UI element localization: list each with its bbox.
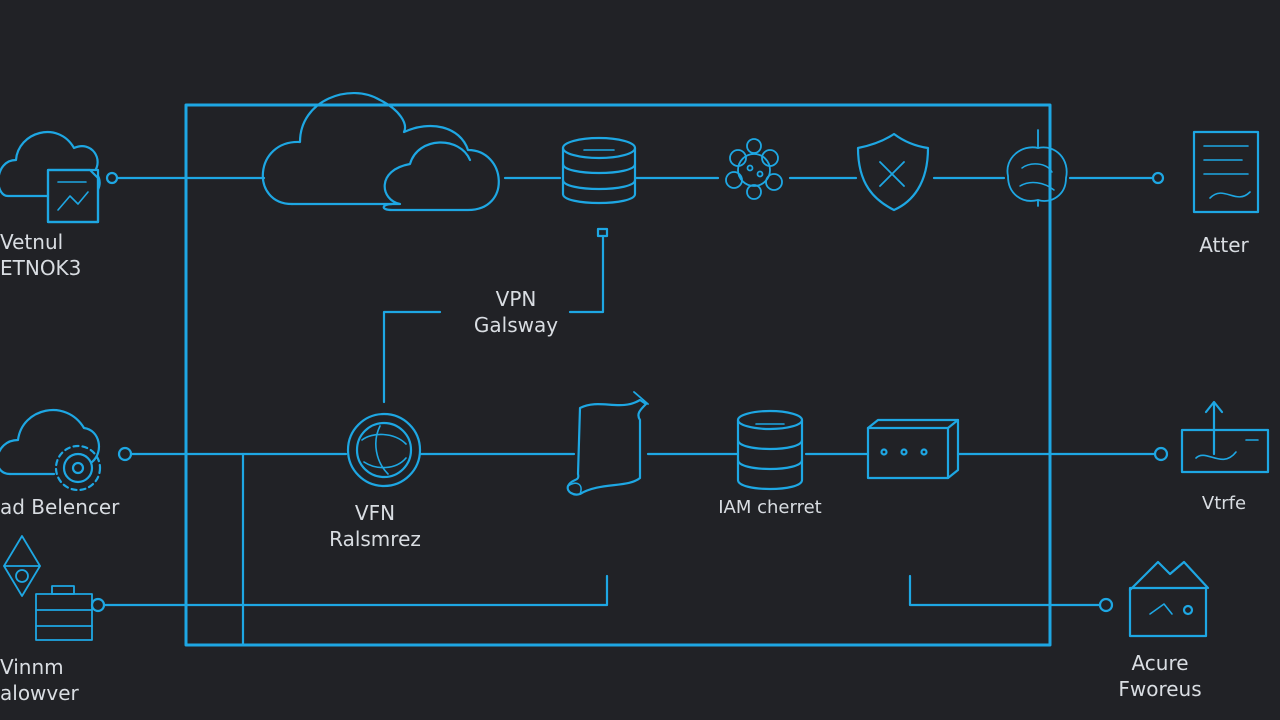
connector-endpoint [596,227,609,238]
connector-line [382,310,442,404]
cloud-document-icon [0,131,101,224]
label-line: Ralsmrez [329,527,421,551]
connector-line [908,574,1102,607]
label-vpn-gateway: VPN Galsway [440,286,592,338]
cloud-gear-icon [0,409,102,492]
label-line: Vetnul [0,230,64,254]
upload-box-icon [1180,400,1270,474]
database-stack-icon [736,409,804,491]
label-line: Vtrfe [1201,493,1247,514]
globe-icon [346,412,422,488]
label-doc-right-top: Atter [1182,232,1266,258]
label-line: Acure [1131,651,1189,675]
label-line: Atter [1199,233,1249,257]
document-icon [1192,130,1260,214]
connector-line [103,574,609,607]
connector-endpoint [117,446,133,462]
cloud-icon [261,91,500,212]
label-right-bottom: Acure Fworeus [1104,650,1216,702]
label-line: Vinnm [0,655,64,679]
main-frame [184,103,1052,647]
label-line: alowver [0,681,79,705]
label-database-mid: IAM cherret [696,496,844,520]
label-load-balancer: ad Belencer [0,494,119,520]
label-line: Galsway [473,313,559,337]
scroll-icon [566,391,649,496]
label-line: ad Belencer [0,495,120,519]
label-line: Fworeus [1118,677,1202,701]
brain-icon [1006,129,1068,207]
label-line: VFN [354,501,396,525]
house-box-icon [1128,560,1210,638]
label-right-mid: Vtrfe [1186,492,1262,516]
label-cloud-left-top: Vetnul ETNOK3 [0,229,81,281]
connector-endpoint [105,171,119,185]
radiation-server-icon [3,535,93,641]
label-line: ETNOK3 [0,256,82,280]
server-box-icon [866,418,960,480]
connector-lines [90,171,1169,647]
label-left-bottom: Vinnm alowver [0,654,79,706]
database-icon [561,136,637,205]
label-line: IAM cherret [718,497,822,518]
label-vpn-resource: VFN Ralsmrez [308,500,442,552]
connector-endpoint [1153,446,1169,462]
cluster-icon [725,138,783,200]
label-line: VPN [495,287,537,311]
connector-endpoint [90,597,106,613]
shield-icon [856,132,930,212]
connector-line [568,235,605,314]
connector-endpoint [1151,171,1165,185]
connector-endpoint [1098,597,1114,613]
